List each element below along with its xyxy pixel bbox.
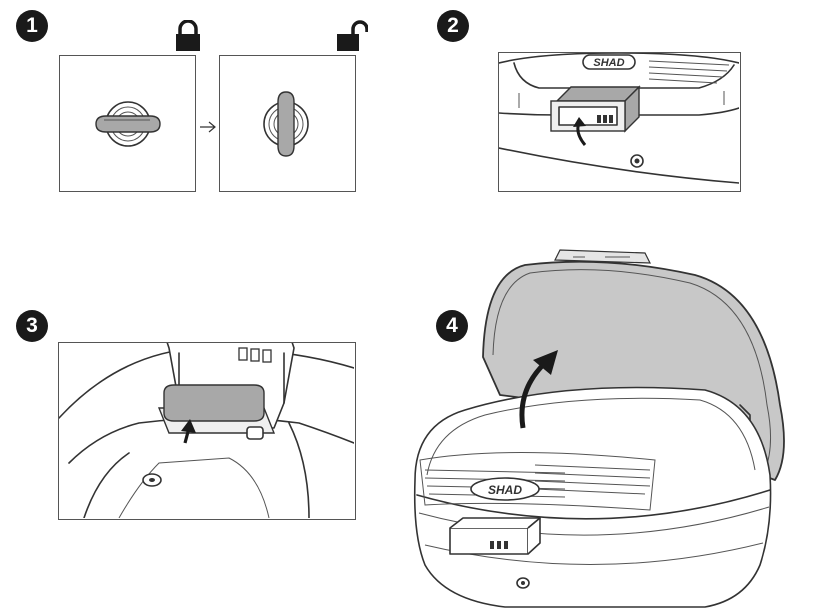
curved-arrow-lift-icon — [519, 350, 558, 429]
step-4-number: 4 — [446, 314, 458, 337]
padlock-open-icon — [336, 20, 368, 52]
curved-arrow-up-icon — [573, 117, 587, 146]
step-2-badge: 2 — [437, 10, 469, 42]
handle-pulled-illustration — [59, 343, 354, 518]
step-1-unlocked-panel — [219, 55, 356, 192]
step-2-panel: SHAD — [498, 52, 741, 192]
arrow-up-icon — [181, 419, 196, 444]
key-vertical-illustration — [263, 91, 309, 157]
arrow-right-icon — [199, 121, 217, 133]
step-3-badge: 3 — [16, 310, 48, 342]
padlock-closed-icon — [175, 20, 201, 52]
step-2-number: 2 — [447, 14, 459, 37]
step-3-number: 3 — [26, 314, 38, 337]
shad-logo: SHAD — [593, 57, 624, 69]
case-front-closeup-illustration: SHAD — [499, 53, 739, 184]
shad-logo-case: SHAD — [488, 483, 522, 497]
step-4-illustration: SHAD — [405, 245, 805, 613]
step-3-panel — [58, 342, 356, 520]
step-1-number: 1 — [26, 14, 38, 37]
step-4-badge: 4 — [436, 310, 468, 342]
key-horizontal-illustration — [95, 101, 161, 147]
step-1-locked-panel — [59, 55, 196, 192]
step-1-badge: 1 — [16, 10, 48, 42]
